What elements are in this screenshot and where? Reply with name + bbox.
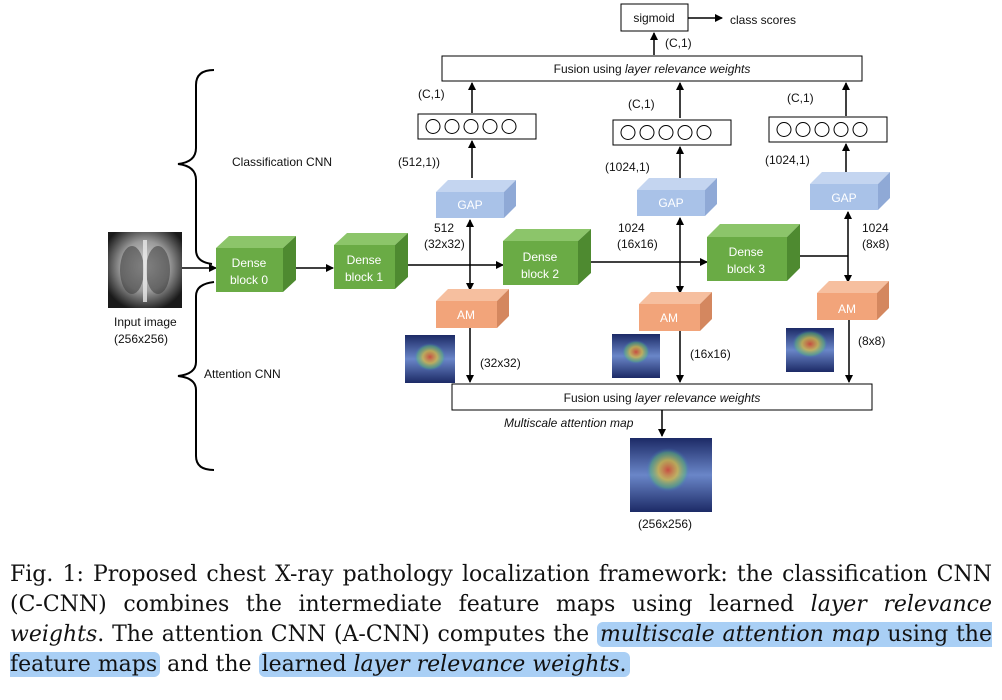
branch1-ch-label: 512: [434, 221, 454, 235]
svg-text:Dense: Dense: [347, 253, 382, 267]
vector-box-1: [417, 113, 537, 140]
branch3-vec-label: (1024,1): [765, 153, 810, 167]
attention-map-thumb-2: [612, 334, 660, 378]
svg-text:GAP: GAP: [658, 196, 683, 210]
attention-map-thumb-1: [405, 335, 455, 383]
fusion-bottom-box: Fusion using layer relevance weights: [451, 383, 873, 411]
top-c1-label: (C,1): [665, 36, 692, 50]
gap-block-2: GAP: [637, 178, 717, 216]
svg-text:AM: AM: [838, 302, 856, 316]
branch2-c1-label: (C,1): [628, 97, 655, 111]
svg-text:block 2: block 2: [521, 267, 559, 281]
svg-text:Dense: Dense: [523, 250, 558, 264]
am1-size-label: (32x32): [480, 356, 521, 370]
svg-text:block 0: block 0: [230, 273, 268, 287]
svg-text:Dense: Dense: [729, 245, 764, 259]
figure-caption: Fig. 1: Proposed chest X-ray pathology l…: [10, 562, 992, 677]
multiscale-attention-label: Multiscale attention map: [504, 416, 634, 430]
svg-text:AM: AM: [457, 308, 475, 322]
branch3-size-label: (8x8): [862, 237, 889, 251]
output-attention-image: [630, 438, 712, 512]
dense-block-3: Dense block 3: [707, 224, 800, 281]
sigmoid-box: sigmoid: [620, 3, 689, 32]
branch3-ch-label: 1024: [862, 221, 889, 235]
framework-diagram: sigmoid class scores (C,1) Fusion using …: [108, 3, 890, 531]
attention-map-thumb-3: [786, 328, 834, 372]
fusion-top-text: Fusion using layer relevance weights: [554, 62, 751, 76]
branch2-size-label: (16x16): [617, 237, 658, 251]
gap-block-3: GAP: [810, 172, 890, 210]
branch2-vec-label: (1024,1): [605, 160, 650, 174]
vector-box-2: [612, 119, 732, 146]
classification-brace: [177, 69, 215, 265]
am2-size-label: (16x16): [690, 347, 731, 361]
class-scores-label: class scores: [730, 13, 796, 27]
svg-text:block 1: block 1: [345, 270, 383, 284]
dense-block-0: Dense block 0: [216, 236, 296, 292]
fusion-bottom-text: Fusion using layer relevance weights: [564, 391, 761, 405]
am-block-2: AM: [639, 292, 712, 331]
sigmoid-label: sigmoid: [633, 11, 674, 25]
am-block-3: AM: [817, 281, 889, 320]
classification-cnn-label: Classification CNN: [232, 155, 332, 169]
input-image-label: Input image: [114, 315, 177, 329]
fusion-top-box: Fusion using layer relevance weights: [441, 55, 863, 82]
vector-box-3: [768, 116, 888, 143]
input-xray-image: [108, 232, 182, 308]
svg-text:GAP: GAP: [831, 191, 856, 205]
branch1-vec-label: (512,1)): [398, 155, 440, 169]
svg-text:block 3: block 3: [727, 262, 765, 276]
input-size-label: (256x256): [114, 332, 168, 346]
branch1-c1-label: (C,1): [418, 87, 445, 101]
output-size-label: (256x256): [638, 517, 692, 531]
svg-text:Dense: Dense: [232, 256, 267, 270]
dense-block-2: Dense block 2: [503, 229, 591, 285]
branch1-size-label: (32x32): [424, 237, 465, 251]
dense-block-1: Dense block 1: [334, 233, 408, 289]
am-block-1: AM: [436, 289, 509, 328]
branch2-ch-label: 1024: [618, 221, 645, 235]
attention-brace: [177, 281, 215, 471]
branch3-c1-label: (C,1): [787, 91, 814, 105]
svg-text:GAP: GAP: [457, 198, 482, 212]
gap-block-1: GAP: [436, 180, 516, 218]
highlight-learned-layer-relevance-weights: learned layer relevance weights.: [258, 652, 630, 677]
am3-size-label: (8x8): [858, 334, 885, 348]
svg-text:AM: AM: [660, 311, 678, 325]
attention-cnn-label: Attention CNN: [204, 367, 281, 381]
